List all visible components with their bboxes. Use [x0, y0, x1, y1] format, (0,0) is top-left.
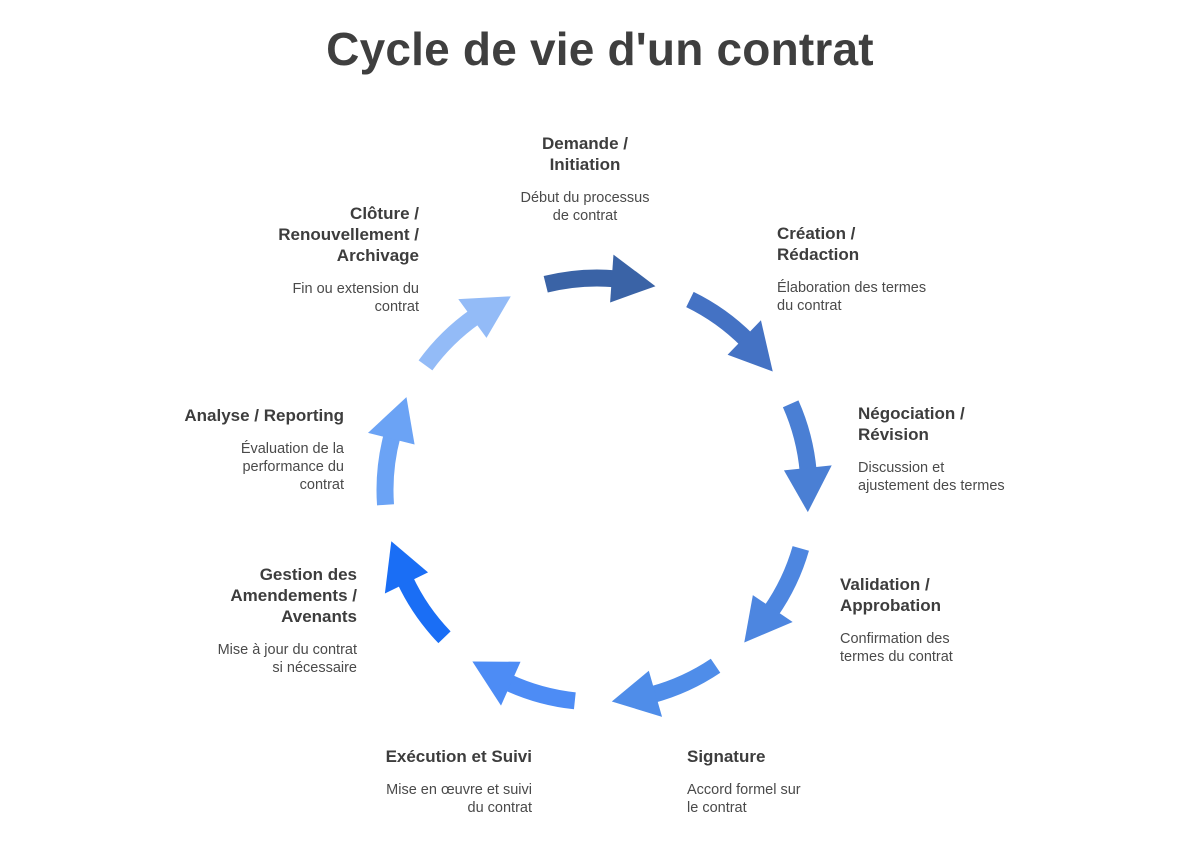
- arrow-validation-to-signature-icon: [744, 545, 809, 643]
- step-title: Création / Rédaction: [777, 224, 860, 264]
- step-cloture-renouvellement: Clôture / Renouvellement / Archivage Fin…: [229, 203, 419, 316]
- step-description: Mise en œuvre et suivi du contrat: [386, 782, 532, 816]
- arrow-head: [727, 320, 773, 372]
- step-title: Gestion des Amendements / Avenants: [230, 565, 357, 626]
- step-title: Négociation / Révision: [858, 404, 965, 444]
- page-title: Cycle de vie d'un contrat: [326, 23, 874, 75]
- step-execution-suivi: Exécution et Suivi Mise en œuvre et suiv…: [342, 746, 532, 817]
- arrow-execution-to-gestion-icon: [472, 661, 576, 710]
- arrow-shaft: [418, 309, 481, 371]
- arrow-creation-to-negociation-icon: [686, 291, 773, 372]
- step-description: Évaluation de la performance du contrat: [240, 441, 344, 493]
- step-title: Validation / Approbation: [840, 575, 942, 615]
- arrow-head: [611, 670, 663, 717]
- arrow-negociation-to-validation-icon: [782, 400, 832, 513]
- step-title: Signature: [687, 747, 766, 766]
- step-gestion-amendements: Gestion des Amendements / Avenants Mise …: [167, 564, 357, 677]
- step-description: Élaboration des termes du contrat: [777, 280, 927, 314]
- step-title: Clôture / Renouvellement / Archivage: [278, 204, 419, 265]
- step-description: Discussion et ajustement des termes: [858, 460, 1005, 494]
- step-analyse-reporting: Analyse / Reporting Évaluation de la per…: [154, 405, 344, 494]
- arrow-analyse-to-cloture-icon: [368, 397, 415, 506]
- arrow-head: [458, 296, 511, 338]
- arrow-shaft: [686, 291, 753, 347]
- arrow-shaft: [782, 400, 817, 473]
- arrow-head: [783, 465, 832, 513]
- step-creation-redaction: Création / Rédaction Élaboration des ter…: [777, 223, 967, 315]
- step-description: Confirmation des termes du contrat: [840, 631, 953, 665]
- arrow-shaft: [543, 269, 617, 293]
- step-title: Analyse / Reporting: [184, 406, 344, 425]
- step-description: Mise à jour du contrat si nécessaire: [217, 642, 357, 676]
- arrow-head: [744, 595, 793, 643]
- step-negociation-revision: Négociation / Révision Discussion et aju…: [858, 403, 1048, 495]
- arrow-gestion-to-analyse-icon: [384, 541, 451, 644]
- step-title: Demande / Initiation: [542, 134, 628, 174]
- arrow-demande-to-creation-icon: [543, 254, 656, 303]
- arrow-head: [472, 661, 521, 706]
- step-signature: Signature Accord formel sur le contrat: [687, 746, 877, 817]
- arrow-shaft: [503, 674, 576, 710]
- arrow-shaft: [397, 575, 451, 644]
- arrow-cloture-to-demande-icon: [418, 296, 511, 371]
- arrow-head: [368, 397, 415, 445]
- arrow-head: [610, 254, 656, 303]
- step-description: Accord formel sur le contrat: [687, 782, 801, 816]
- arrow-shaft: [763, 545, 809, 617]
- step-demande-initiation: Demande / Initiation Début du processus …: [490, 133, 680, 225]
- step-description: Début du processus de contrat: [520, 190, 650, 224]
- arrow-signature-to-execution-icon: [611, 658, 721, 717]
- arrow-head: [384, 541, 429, 594]
- step-description: Fin ou extension du contrat: [292, 281, 419, 315]
- step-validation-approbation: Validation / Approbation Confirmation de…: [840, 574, 1030, 666]
- arrow-shaft: [649, 658, 721, 703]
- step-title: Exécution et Suivi: [385, 747, 532, 766]
- arrow-shaft: [376, 432, 401, 506]
